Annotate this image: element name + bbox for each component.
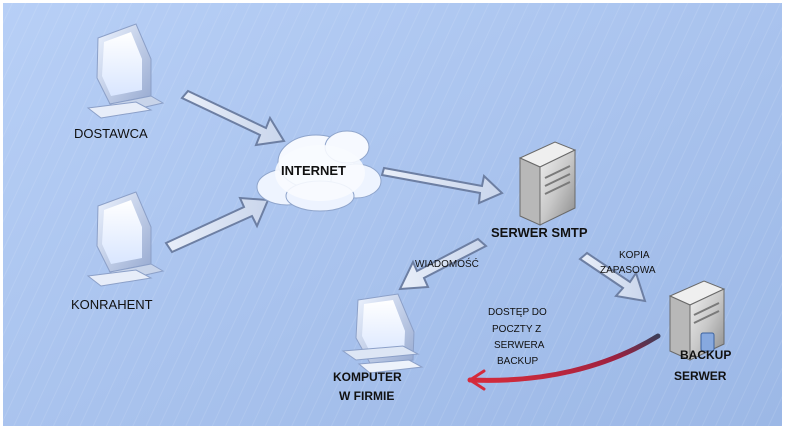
backup-server-label-line-2: SERWER xyxy=(674,369,727,383)
smtp-server-icon xyxy=(518,141,577,226)
dostep-line-1: DOSTĘP DO xyxy=(488,307,547,318)
arrow-smtp-backup xyxy=(578,251,647,303)
konrahent-label: KONRAHENT xyxy=(71,297,153,312)
arrow-backup-access xyxy=(467,333,661,391)
komputer-w-firmie-computer-icon xyxy=(341,293,424,374)
internet-cloud-icon xyxy=(256,130,382,212)
arrows xyxy=(164,89,647,303)
konrahent-computer-icon xyxy=(86,191,165,287)
komputer-label-line-1: KOMPUTER xyxy=(333,370,402,384)
smtp-server-label: SERWER SMTP xyxy=(491,225,588,240)
arrow-dostawca-internet xyxy=(180,89,286,147)
arrow-konrahent-internet xyxy=(164,196,270,254)
dostep-line-3: SERWERA xyxy=(494,340,545,351)
wiadomosc-label: WIADOMOŚĆ xyxy=(415,259,479,270)
dostawca-label: DOSTAWCA xyxy=(74,126,148,141)
dostep-line-2: POCZTY Z xyxy=(492,324,542,335)
kopia-label-line-2: ZAPASOWA xyxy=(600,265,656,276)
kopia-label-line-1: KOPIA xyxy=(619,250,650,261)
internet-label: INTERNET xyxy=(281,163,346,178)
arrow-smtp-komputer xyxy=(398,237,488,291)
backup-server-label-line-1: BACKUP xyxy=(680,348,732,362)
komputer-label-line-2: W FIRMIE xyxy=(339,389,395,403)
dostep-line-4: BACKUP xyxy=(497,356,539,367)
arrow-internet-smtp xyxy=(380,166,504,205)
database-icon xyxy=(700,332,715,352)
dostawca-computer-icon xyxy=(86,23,165,119)
backup-server-icon xyxy=(668,280,726,361)
